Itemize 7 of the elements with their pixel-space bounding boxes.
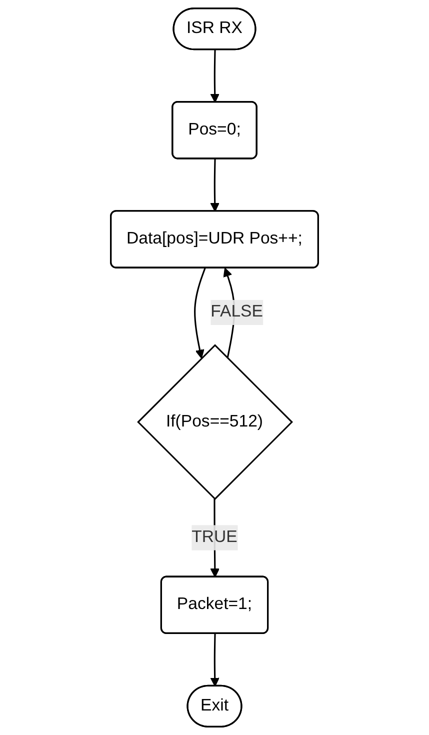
edge-label: TRUE — [192, 528, 238, 546]
edge-label: FALSE — [210, 303, 263, 321]
arrow — [194, 268, 206, 359]
arrow — [210, 158, 220, 212]
arrow — [210, 634, 220, 687]
arrow — [210, 50, 220, 103]
node-diamond: If(Pos==512) — [137, 344, 293, 500]
